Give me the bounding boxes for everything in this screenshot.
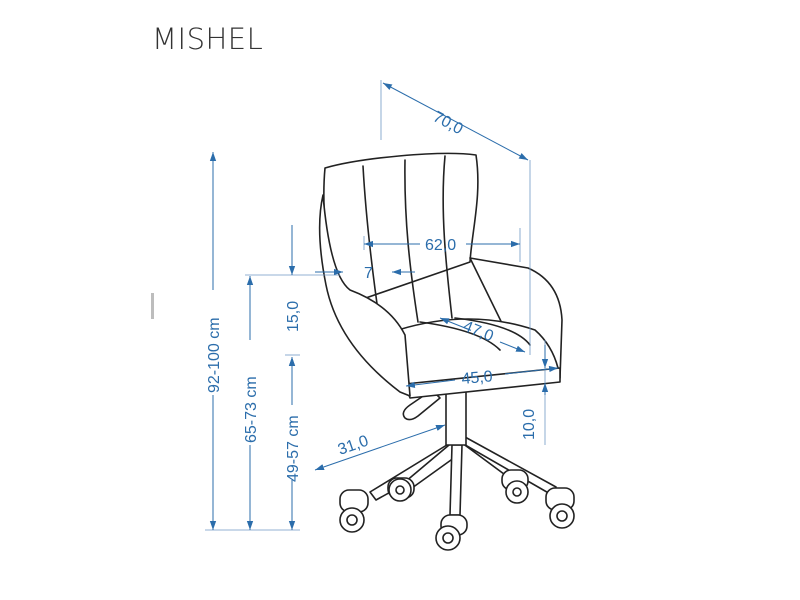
label-depth-total: 70,0 <box>430 109 466 139</box>
label-seat-thickness: 10,0 <box>521 409 538 440</box>
caster-wheels <box>339 469 575 551</box>
text-cursor-marker <box>151 293 154 319</box>
backrest <box>323 152 479 301</box>
product-title: MISHEL <box>152 22 264 56</box>
label-base-radius: 31,0 <box>336 433 371 459</box>
height-lever <box>402 389 441 421</box>
chair-drawing <box>318 152 575 551</box>
label-arm-width: 7 <box>364 265 373 282</box>
label-seat-height: 49-57 cm <box>285 415 302 482</box>
label-armrest-floor-height: 65-73 cm <box>243 376 260 443</box>
label-armrest-height: 15,0 <box>285 301 302 332</box>
seat-cushion <box>397 318 559 389</box>
gas-cylinder <box>445 389 467 446</box>
dimension-lines <box>209 82 559 530</box>
label-width-total: 62,0 <box>425 237 456 254</box>
label-seat-width: 45,0 <box>461 368 494 388</box>
label-total-height: 92-100 cm <box>206 317 223 393</box>
